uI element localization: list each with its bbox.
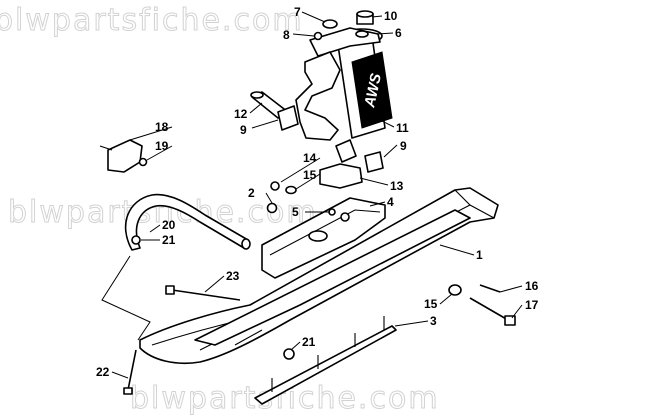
bolt-23	[165, 285, 241, 301]
callout-19: 19	[155, 139, 169, 153]
callout-22: 22	[96, 365, 110, 379]
callout-17: 17	[525, 298, 539, 312]
nut-8	[313, 31, 323, 41]
bolt-17	[469, 297, 516, 326]
callout-1: 1	[476, 248, 483, 262]
washer-15b	[448, 284, 462, 296]
callout-9-lower: 9	[400, 139, 407, 153]
callout-11: 11	[396, 121, 409, 135]
callout-16: 16	[525, 279, 539, 293]
bushing-left	[277, 105, 299, 131]
handle-end	[241, 238, 251, 250]
callout-10: 10	[384, 9, 398, 23]
damper-block	[319, 163, 363, 189]
callouts: 7 10 8 6 12 9 11 9 18 19 14 15 13 2 4 5 …	[96, 5, 539, 379]
callout-12: 12	[234, 107, 248, 121]
nut-19	[138, 157, 148, 167]
callout-15-lower: 15	[424, 297, 438, 311]
nut-14	[270, 181, 280, 191]
bracket-18	[107, 139, 143, 173]
callout-8: 8	[283, 28, 290, 42]
pivot-block	[335, 139, 357, 163]
group-bracket-line	[101, 255, 151, 341]
callout-5: 5	[292, 205, 299, 219]
leader-lines	[111, 11, 523, 379]
callout-18: 18	[155, 120, 169, 134]
watermark-top: blwpartsfiche.com	[0, 3, 304, 38]
ski-keel	[194, 209, 471, 346]
callout-21-lower: 21	[302, 335, 316, 349]
callout-20: 20	[162, 218, 176, 232]
spindle-arm	[295, 51, 341, 141]
callout-23: 23	[226, 269, 240, 283]
bushing-right	[364, 151, 384, 173]
pin-16	[479, 284, 501, 293]
callout-13: 13	[390, 179, 404, 193]
nut-2	[266, 202, 278, 214]
washer-7	[322, 19, 338, 29]
clamp-hole	[355, 30, 369, 38]
callout-4: 4	[387, 195, 394, 209]
callout-21-upper: 21	[162, 233, 176, 247]
callout-9-upper: 9	[240, 123, 247, 137]
washer-15a	[285, 185, 297, 195]
nut-21b	[283, 348, 295, 360]
callout-7: 7	[294, 5, 301, 19]
brand-decal-text: AWS	[361, 72, 385, 110]
callout-6: 6	[395, 26, 402, 40]
callout-2: 2	[248, 186, 255, 200]
callout-15-upper: 15	[303, 168, 317, 182]
wear-bar	[254, 316, 397, 405]
bolt-22	[123, 349, 137, 395]
callout-3: 3	[430, 314, 437, 328]
callout-14: 14	[303, 151, 317, 165]
ski-saddle	[261, 197, 386, 279]
nut-21a	[131, 235, 141, 245]
